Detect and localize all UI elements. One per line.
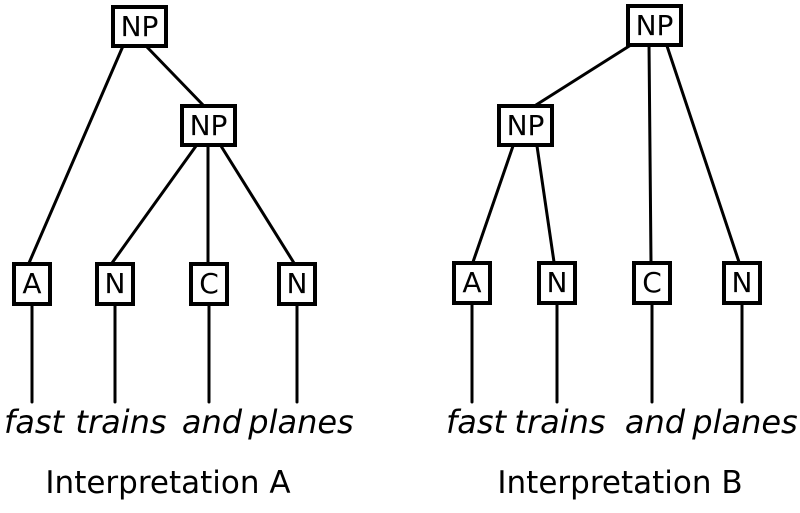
- tree-b-word-planes: planes: [692, 403, 798, 441]
- tree-b-edge-inner-np-to-n1: [535, 144, 556, 264]
- tree-b-node-c: C: [632, 261, 672, 305]
- tree-b-word-trains: trains: [514, 403, 606, 441]
- tree-b-node-np-root: NP: [626, 4, 683, 47]
- tree-a-node-c: C: [189, 262, 229, 306]
- tree-a-edge-root-to-a: [27, 44, 125, 265]
- tree-a-caption: Interpretation A: [45, 465, 291, 501]
- tree-a-node-np-inner: NP: [180, 104, 237, 147]
- tree-a-node-np-root: NP: [111, 5, 168, 48]
- tree-a-word-and: and: [181, 403, 243, 441]
- tree-b-node-np-inner: NP: [497, 104, 554, 147]
- tree-b-edge-inner-np-to-a: [471, 144, 515, 264]
- tree-b-node-n2: N: [722, 261, 762, 305]
- tree-a-node-n2: N: [277, 262, 317, 306]
- tree-b-edge-root-to-c: [647, 41, 653, 264]
- tree-a-node-n1: N: [95, 262, 135, 306]
- tree-b-word-fast: fast: [445, 403, 507, 441]
- tree-a-word-planes: planes: [248, 403, 354, 441]
- tree-a-node-a: A: [12, 262, 52, 306]
- tree-a-word-fast: fast: [3, 403, 65, 441]
- tree-b-node-a: A: [452, 261, 492, 305]
- tree-b-caption: Interpretation B: [497, 465, 743, 501]
- tree-b-word-and: and: [624, 403, 686, 441]
- tree-b-edge-root-to-n2: [664, 41, 741, 264]
- tree-a-edge-inner-np-to-n2: [219, 144, 296, 265]
- tree-b-node-n1: N: [537, 261, 577, 305]
- tree-a-edge-inner-np-to-n1: [110, 144, 198, 265]
- tree-a-word-trains: trains: [75, 403, 167, 441]
- tree-a-edge-root-to-inner-np: [144, 44, 206, 108]
- tree-b-edge-root-to-inner-np: [534, 41, 636, 107]
